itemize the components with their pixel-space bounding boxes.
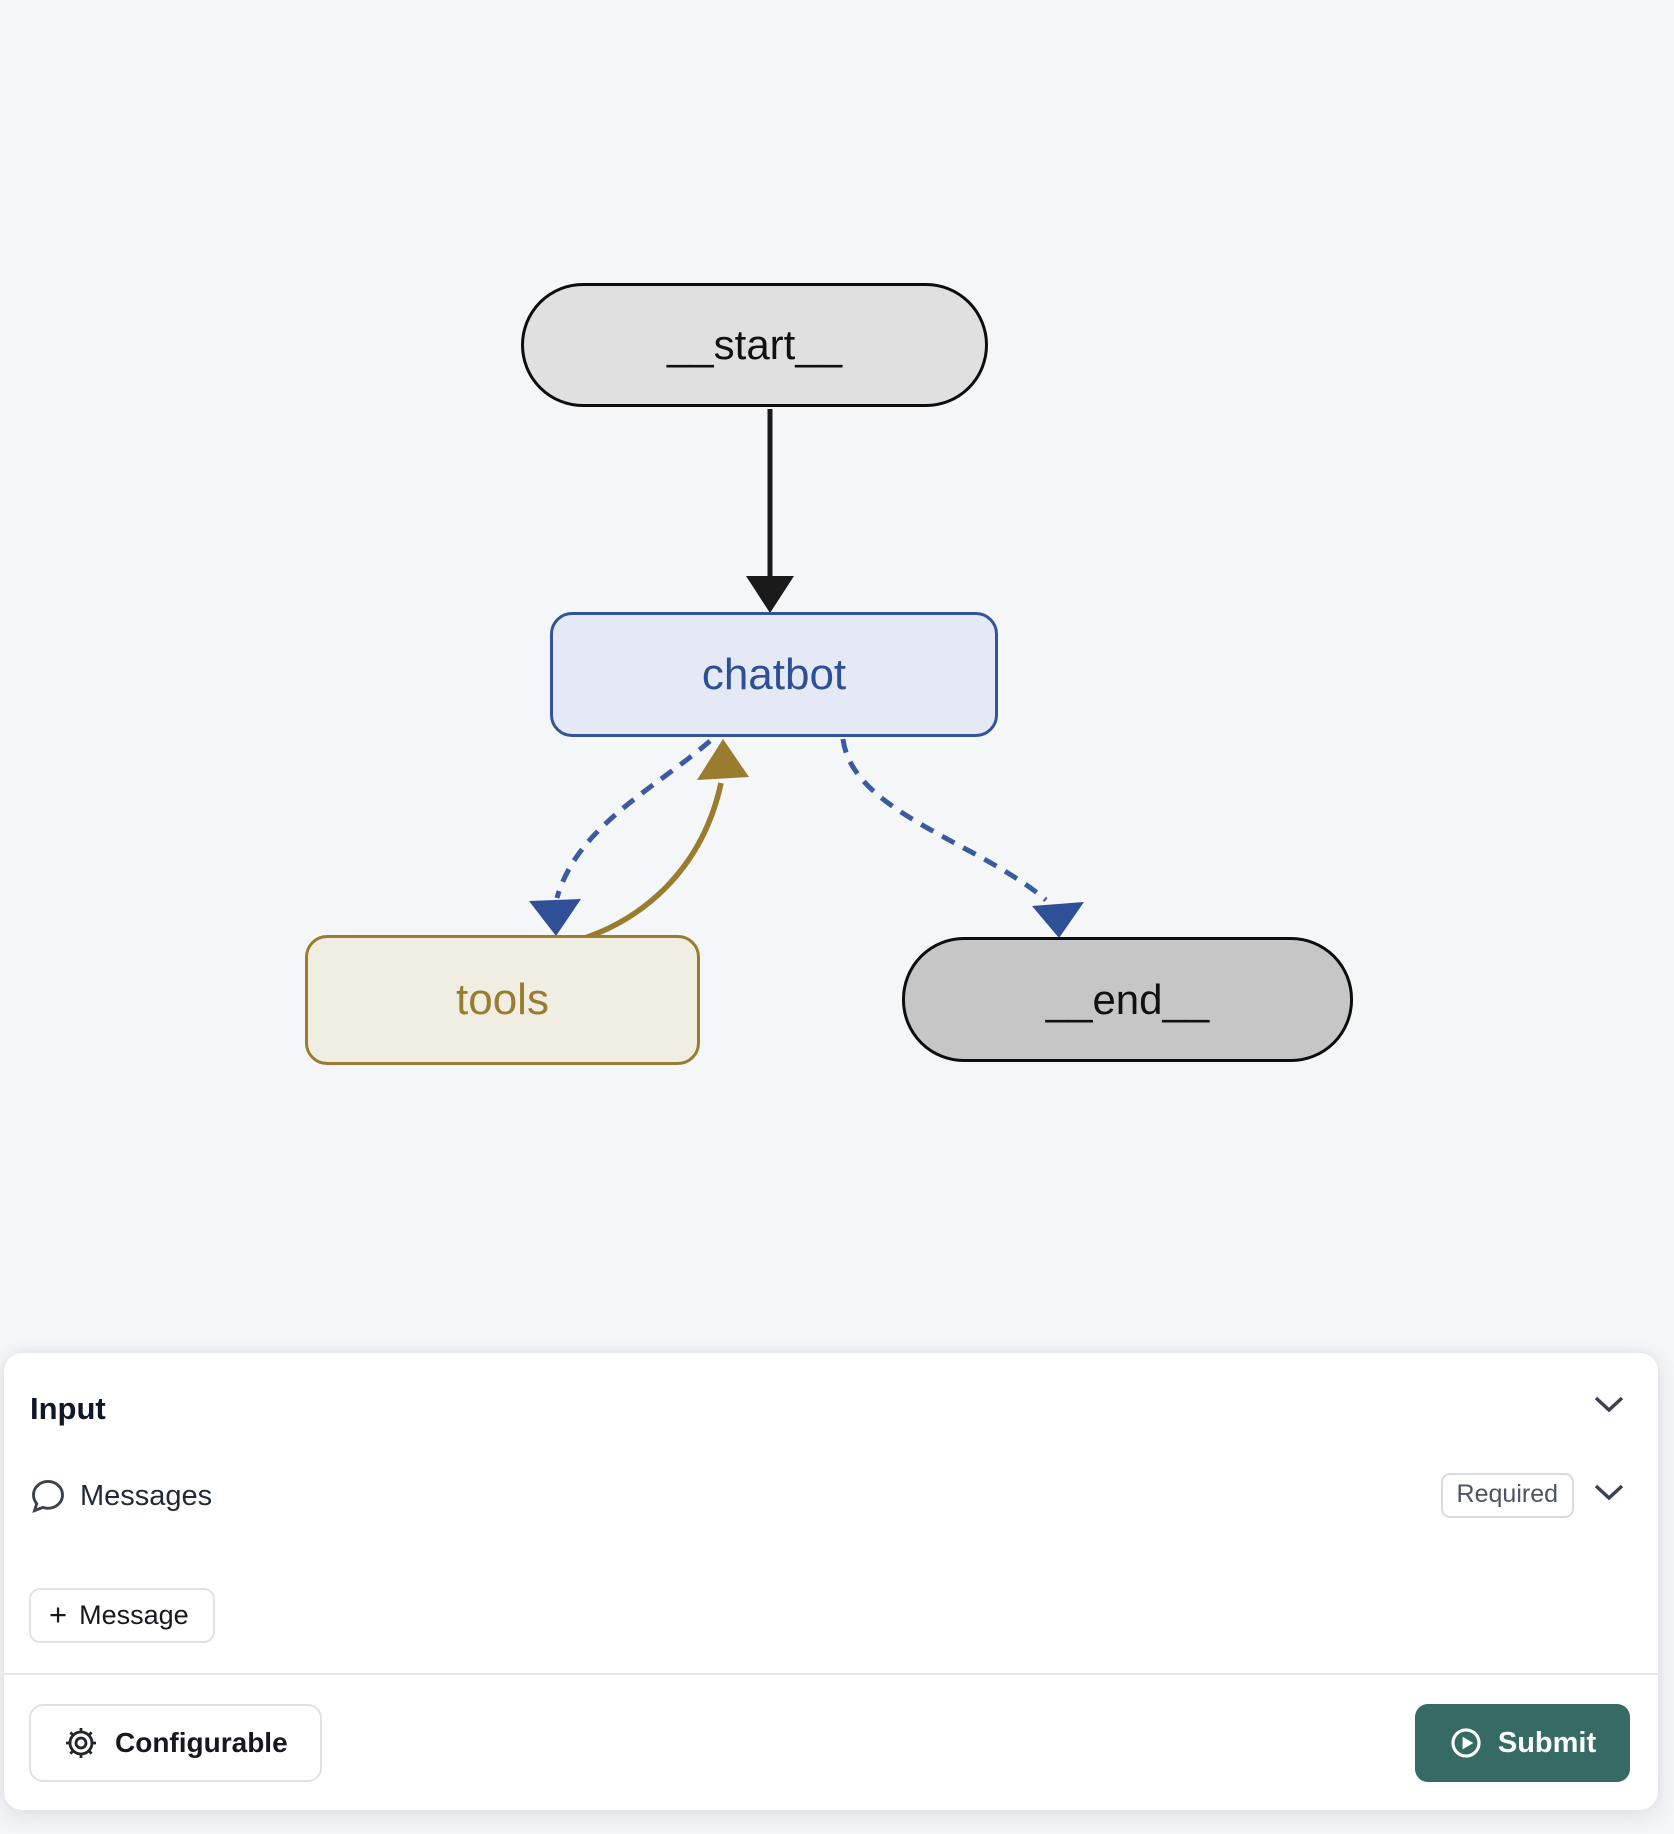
- arrowhead-up-icon: [697, 739, 749, 780]
- node-label: __end__: [1045, 975, 1210, 1023]
- add-message-button[interactable]: + Message: [29, 1588, 215, 1643]
- arrowhead-down-icon: [746, 576, 794, 613]
- graph-node-chatbot[interactable]: chatbot: [550, 612, 998, 737]
- edge-chatbot-end: [840, 738, 1084, 938]
- input-panel-title: Input: [30, 1391, 106, 1426]
- messages-field-label: Messages: [80, 1480, 213, 1512]
- node-label: chatbot: [701, 649, 847, 699]
- edge-chatbot-tools: [529, 739, 712, 936]
- input-panel: Input Messages Required + Message: [4, 1353, 1658, 1810]
- graph-canvas: __start__ chatbot tools __end__: [305, 283, 1353, 1065]
- edge-tools-chatbot: [555, 739, 749, 949]
- chevron-down-icon[interactable]: [1593, 1483, 1625, 1501]
- gear-icon: [66, 1728, 96, 1758]
- input-panel-footer: Configurable Submit: [4, 1673, 1658, 1810]
- graph-node-end[interactable]: __end__: [902, 937, 1353, 1062]
- message-bubble-icon: [32, 1480, 64, 1513]
- submit-button[interactable]: Submit: [1415, 1704, 1630, 1782]
- arrowhead-down-icon: [1032, 902, 1084, 938]
- edge-start-chatbot: [746, 409, 794, 613]
- configurable-button-label: Configurable: [115, 1727, 288, 1758]
- node-label: tools: [456, 975, 549, 1024]
- plus-icon: +: [49, 1596, 68, 1632]
- required-badge: Required: [1440, 1473, 1574, 1518]
- node-label: __start__: [666, 321, 843, 368]
- graph-node-start[interactable]: __start__: [521, 283, 988, 407]
- arrowhead-down-icon: [529, 899, 581, 936]
- add-message-button-label: Message: [79, 1600, 189, 1630]
- graph-node-tools[interactable]: tools: [305, 935, 700, 1065]
- submit-button-label: Submit: [1497, 1726, 1597, 1759]
- chevron-down-icon[interactable]: [1593, 1395, 1625, 1413]
- play-circle-icon: [1451, 1728, 1481, 1758]
- messages-field-row[interactable]: Messages Required: [4, 1463, 1658, 1533]
- configurable-button[interactable]: Configurable: [29, 1704, 322, 1782]
